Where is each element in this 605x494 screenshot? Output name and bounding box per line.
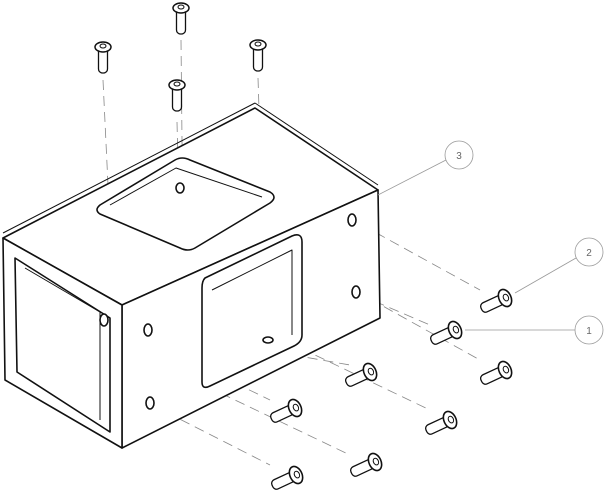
balloon-3-label: 3 — [456, 151, 462, 162]
bracket-body — [2, 102, 381, 449]
screws — [94, 2, 513, 490]
balloon-1-label: 1 — [586, 326, 592, 337]
button-head-screw — [424, 410, 458, 435]
side-window — [201, 234, 303, 389]
button-head-screw — [94, 41, 112, 74]
button-head-screw — [349, 452, 383, 477]
button-head-screw — [172, 2, 190, 35]
button-head-screw — [479, 288, 513, 313]
balloon-2-label: 2 — [586, 248, 592, 259]
button-head-screw — [270, 465, 304, 490]
end-opening — [14, 257, 111, 433]
balloons: 3 2 1 — [377, 140, 604, 345]
button-head-screw — [479, 360, 513, 385]
button-head-screw — [344, 362, 378, 387]
top-window — [96, 157, 275, 251]
button-head-screw — [249, 39, 267, 72]
button-head-screw — [168, 79, 186, 112]
button-head-screw — [269, 398, 303, 423]
button-head-screw — [429, 320, 463, 345]
